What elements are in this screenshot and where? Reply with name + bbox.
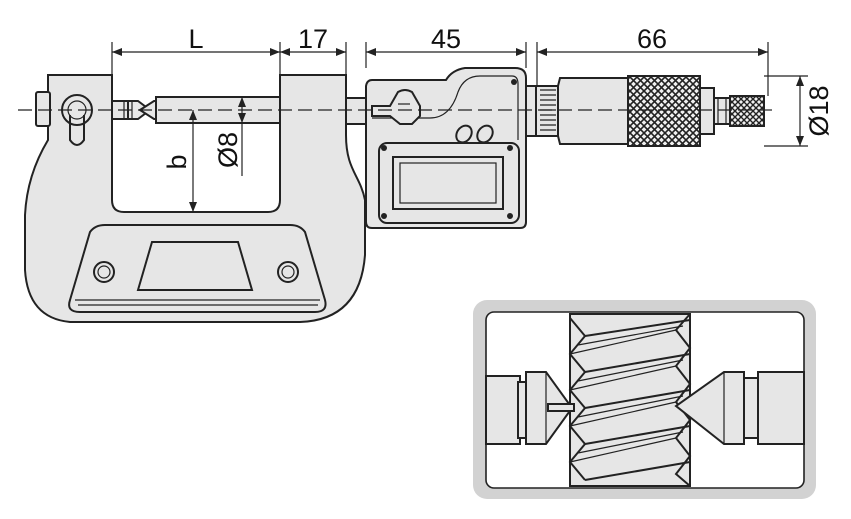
dim-label-b: b <box>162 154 192 169</box>
dim-label-66: 66 <box>637 24 667 54</box>
dim-label-dia8: Ø8 <box>213 132 243 168</box>
thread-contact-inset <box>473 300 816 499</box>
dim-label-17: 17 <box>298 24 328 54</box>
dim-label-L: L <box>188 24 203 54</box>
dim-label-45: 45 <box>431 24 461 54</box>
dimension-lines <box>111 42 808 212</box>
dim-label-dia18: Ø18 <box>804 85 834 136</box>
micrometer-frame <box>24 74 366 323</box>
thimble-assembly <box>525 75 765 147</box>
digital-display-unit <box>365 67 527 229</box>
